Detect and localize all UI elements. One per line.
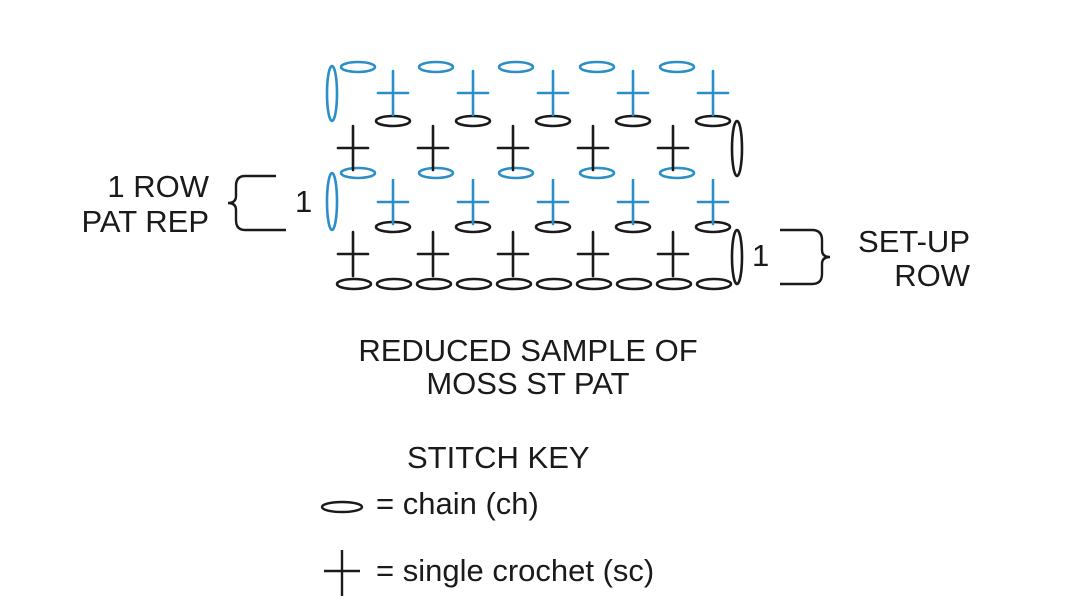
single-crochet-stitch	[616, 69, 650, 117]
foundation-chain	[655, 277, 693, 291]
chain-stitch	[374, 114, 412, 128]
foundation-chain	[415, 277, 453, 291]
key-chain-label: = chain (ch)	[376, 486, 539, 521]
single-crochet-stitch	[416, 124, 450, 172]
stitch-key-title: STITCH KEY	[407, 440, 590, 475]
chain-stitch	[534, 114, 572, 128]
left-brace	[227, 174, 286, 232]
single-crochet-stitch	[496, 124, 530, 172]
single-crochet-stitch	[376, 178, 410, 226]
chain-stitch	[658, 166, 696, 180]
single-crochet-stitch	[576, 124, 610, 172]
turning-chain	[730, 119, 744, 178]
foundation-chain	[535, 277, 573, 291]
chain-stitch	[417, 166, 455, 180]
foundation-chain	[575, 277, 613, 291]
chain-stitch	[417, 60, 455, 74]
chain-stitch	[339, 60, 377, 74]
key-single-crochet-label: = single crochet (sc)	[376, 553, 655, 588]
chain-stitch	[578, 60, 616, 74]
single-crochet-stitch	[616, 178, 650, 226]
chain-stitch	[658, 60, 696, 74]
foundation-chain	[455, 277, 493, 291]
single-crochet-stitch	[376, 69, 410, 117]
foundation-chain	[375, 277, 413, 291]
chain-stitch	[454, 114, 492, 128]
setup-row-label-line1: SET-UP	[858, 224, 970, 259]
single-crochet-stitch	[696, 178, 730, 226]
turning-chain	[325, 64, 339, 123]
chain-icon	[320, 500, 364, 514]
single-crochet-stitch	[416, 230, 450, 278]
setup-row-label-line2: ROW	[894, 258, 970, 293]
chain-stitch	[339, 166, 377, 180]
foundation-chain	[335, 277, 373, 291]
single-crochet-stitch	[336, 230, 370, 278]
single-crochet-stitch	[336, 124, 370, 172]
single-crochet-stitch	[456, 69, 490, 117]
chain-stitch	[497, 166, 535, 180]
row-repeat-label-line1: 1 ROW	[107, 169, 209, 204]
chain-stitch	[694, 114, 732, 128]
foundation-chain	[695, 277, 733, 291]
stitch-grid	[325, 60, 744, 291]
single-crochet-stitch	[456, 178, 490, 226]
single-crochet-stitch	[696, 69, 730, 117]
single-crochet-stitch	[536, 178, 570, 226]
chain-stitch	[497, 60, 535, 74]
right-brace	[780, 228, 831, 286]
foundation-chain	[615, 277, 653, 291]
foundation-chain	[495, 277, 533, 291]
chain-stitch	[578, 166, 616, 180]
single-crochet-stitch	[656, 124, 690, 172]
turning-chain	[730, 228, 744, 286]
single-crochet-icon	[324, 550, 360, 596]
caption-line1: REDUCED SAMPLE OF	[358, 333, 698, 368]
single-crochet-stitch	[496, 230, 530, 278]
single-crochet-stitch	[656, 230, 690, 278]
row-repeat-number: 1	[295, 184, 313, 219]
chain-stitch	[614, 114, 652, 128]
row-repeat-label-line2: PAT REP	[81, 204, 209, 239]
setup-row-number: 1	[752, 238, 770, 273]
single-crochet-stitch	[536, 69, 570, 117]
turning-chain	[325, 171, 339, 232]
caption-line2: MOSS ST PAT	[426, 366, 630, 401]
single-crochet-stitch	[576, 230, 610, 278]
